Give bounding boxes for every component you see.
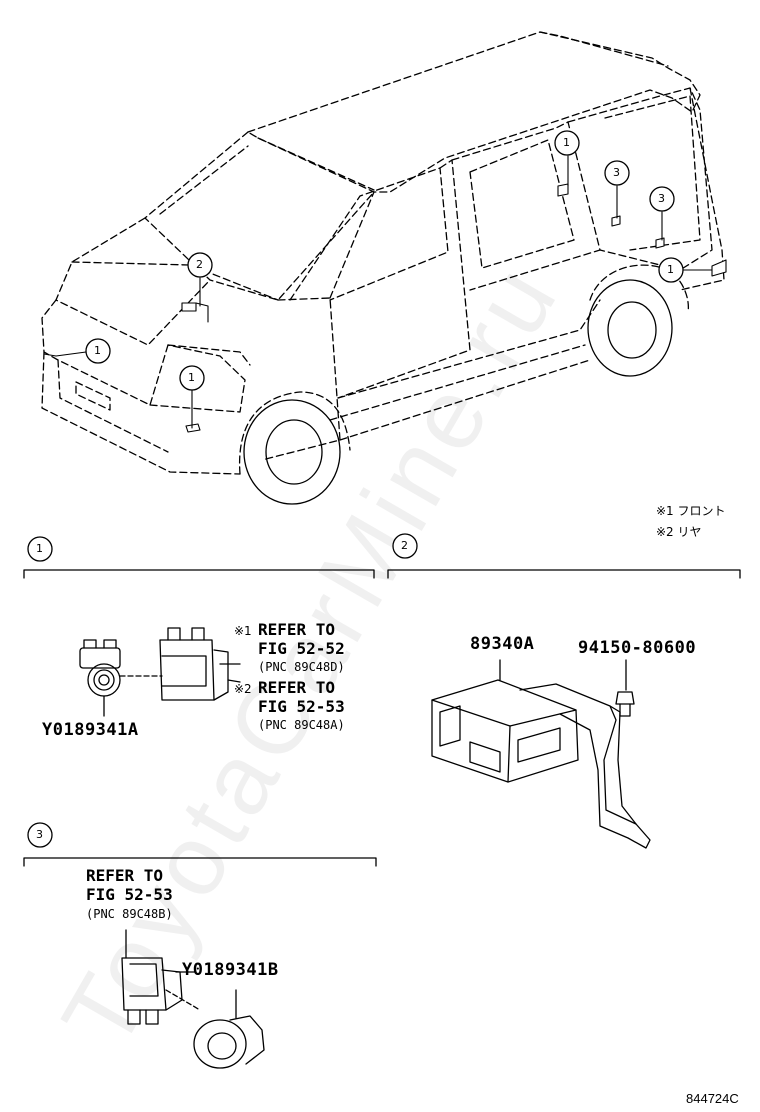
part-number-89340a: 89340A: [470, 634, 535, 654]
ref1-line1: REFER TO: [258, 620, 336, 639]
section-2-parts: [431, 659, 651, 849]
ref3-pnc: (PNC 89C48B): [86, 907, 173, 921]
callout-3-rear-b: [649, 186, 675, 212]
vehicle-illustration: [41, 31, 727, 505]
callout-1-front-left-number: 1: [94, 344, 101, 357]
part-number-94150-80600: 94150-80600: [578, 638, 697, 658]
callout-3-rear-a-number: 3: [613, 166, 620, 179]
section-3-label: 3: [36, 828, 43, 841]
callout-1-front: [179, 365, 205, 391]
front-wheel: [243, 399, 341, 505]
sensor-y0189341b: [193, 989, 265, 1069]
retainer-bracket-rear: [121, 929, 201, 1025]
bolt-94150-80600: [615, 659, 635, 717]
vehicle-callouts: [27, 130, 684, 848]
ref1-line2: FIG 52-52: [258, 639, 345, 658]
ref2-line2: FIG 52-53: [258, 697, 345, 716]
callout-1-rear-number: 1: [667, 263, 674, 276]
callout-2-hood-number: 2: [196, 258, 203, 271]
ref3-line1: REFER TO: [86, 866, 164, 885]
ref1-pnc: (PNC 89C48D): [258, 660, 345, 674]
ref2-pnc: (PNC 89C48A): [258, 718, 345, 732]
callout-1-rear-upper: [554, 130, 580, 156]
section-3-circle: [27, 822, 53, 848]
callout-2-hood: [187, 252, 213, 278]
callout-1-front-number: 1: [188, 371, 195, 384]
callout-3-rear-a: [604, 160, 630, 186]
legend-rear: ※2 リヤ: [656, 525, 702, 539]
ref2-line1: REFER TO: [258, 678, 336, 697]
callout-3-rear-b-number: 3: [658, 192, 665, 205]
ecu-89340a: [431, 659, 651, 849]
section-2-label: 2: [401, 539, 408, 552]
section-2-circle: [392, 533, 418, 559]
callout-1-front-left: [85, 338, 111, 364]
section-1-circle: [27, 536, 53, 562]
ref2-mark: ※2: [234, 682, 252, 696]
figure-id: 844724C: [686, 1091, 739, 1106]
section-dividers: [23, 569, 741, 867]
section-1-parts: [79, 627, 241, 717]
ref1-mark: ※1: [234, 624, 252, 638]
part-number-y0189341a: Y0189341A: [42, 720, 139, 740]
legend-front: ※1 フロント: [656, 504, 726, 518]
section-3-parts: [121, 929, 265, 1069]
sensor-y0189341a: [79, 639, 121, 717]
rear-wheel: [587, 279, 673, 377]
part-number-y0189341b: Y0189341B: [182, 960, 279, 980]
callout-1-rear: [658, 257, 684, 283]
ref3-line2: FIG 52-53: [86, 885, 173, 904]
callout-1-rear-upper-number: 1: [563, 136, 570, 149]
retainer-bracket: [119, 627, 241, 701]
section-1-label: 1: [36, 542, 43, 555]
